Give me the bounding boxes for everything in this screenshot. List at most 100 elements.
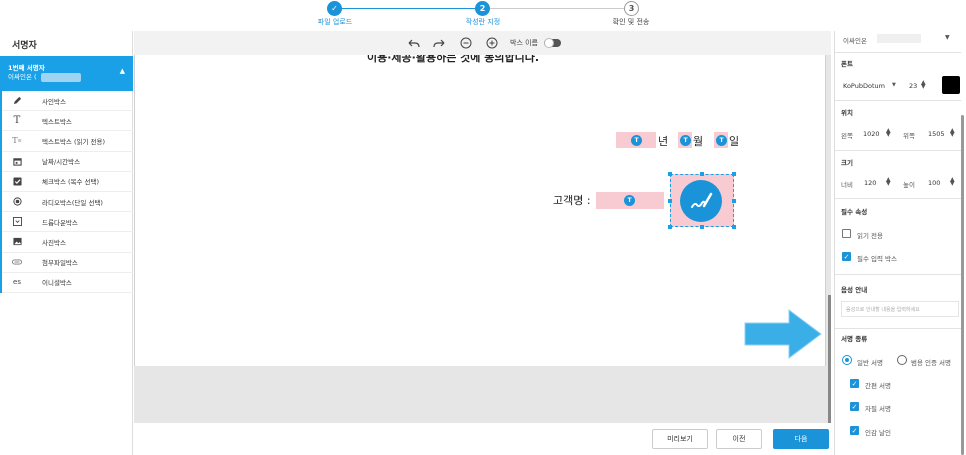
text-field-badge: T xyxy=(631,135,642,146)
pen-icon xyxy=(12,96,22,106)
tool-label: 체크박스 (복수 선택) xyxy=(42,178,100,187)
seal-sign-checkbox[interactable]: ✓ xyxy=(850,426,859,435)
sign-type-title: 서명 종류 xyxy=(841,335,868,343)
properties-panel: 이싸인온 ▼ 폰트 KoPubDotum ▼ 23 ▲▼ 위치 왼쪽 1020 … xyxy=(834,31,966,455)
font-family-select[interactable]: KoPubDotum xyxy=(843,82,885,90)
voice-input[interactable] xyxy=(841,301,959,317)
resize-handle[interactable] xyxy=(732,225,736,229)
tool-label: 드롭다운박스 xyxy=(42,218,78,227)
width-label: 너비 xyxy=(841,181,853,189)
height-input[interactable]: 100 xyxy=(928,179,941,187)
tool-list: 사인박스 T 텍스트박스 T≡ 텍스트박스 (읽기 전용) 날짜/시간박스 xyxy=(0,91,133,293)
resize-handle[interactable] xyxy=(668,199,672,203)
font-color-swatch[interactable] xyxy=(942,76,960,94)
properties-scrollbar[interactable] xyxy=(961,115,964,455)
tool-text-box[interactable]: T 텍스트박스 xyxy=(2,111,133,132)
radio-general-sign[interactable] xyxy=(842,355,852,365)
document-heading: 이용·제공·활용하는 것에 동의합니다. xyxy=(367,55,539,64)
font-size-input[interactable]: 23 xyxy=(909,82,918,90)
voice-input-placeholder: 음성으로 안내할 내용을 입력하세요 xyxy=(846,307,920,313)
signer-selector[interactable]: 1번째 서명자 이싸인온 ( ▲ xyxy=(0,56,133,91)
signer-sidebar: 서명자 1번째 서명자 이싸인온 ( ▲ 사인박스 T 텍스트박스 T≡ 텍스트… xyxy=(0,31,133,455)
tool-text-readonly-box[interactable]: T≡ 텍스트박스 (읽기 전용) xyxy=(2,131,133,152)
sign-type-section: 서명 종류 일반 서명 범용 인증 서명 ✓ 간편 서명 ✓ 자필 서명 ✓ 인… xyxy=(835,329,961,455)
redacted-email xyxy=(41,73,81,82)
required-checkbox[interactable]: ✓ xyxy=(842,252,851,261)
preview-button[interactable]: 미리보기 xyxy=(652,429,708,449)
signer-select[interactable]: 이싸인온 xyxy=(843,37,867,45)
stepper-line-todo xyxy=(490,8,625,9)
resize-handle[interactable] xyxy=(732,199,736,203)
zoom-in-icon[interactable] xyxy=(485,36,499,50)
checkbox-icon xyxy=(12,176,22,186)
step-1-label: 파일 업로드 xyxy=(317,18,353,26)
stepper-icon[interactable]: ▲▼ xyxy=(921,79,926,90)
tool-dropdown[interactable]: 드롭다운박스 xyxy=(2,212,133,233)
simple-sign-checkbox[interactable]: ✓ xyxy=(850,379,859,388)
stepper-icon[interactable]: ▲▼ xyxy=(950,127,955,138)
undo-icon[interactable] xyxy=(407,36,421,50)
size-title: 크기 xyxy=(841,159,853,167)
simple-sign-label: 간편 서명 xyxy=(865,382,891,390)
toggle-knob xyxy=(544,38,554,48)
image-icon xyxy=(12,237,22,247)
bottom-action-bar: 미리보기 이전 다음 xyxy=(134,423,831,455)
next-button[interactable]: 다음 xyxy=(773,429,829,449)
resize-handle[interactable] xyxy=(700,172,704,176)
signer-subtitle: 이싸인온 ( xyxy=(8,73,37,81)
tool-initial-box[interactable]: es 이니셜박스 xyxy=(2,273,133,293)
tool-label: 사진박스 xyxy=(42,238,66,247)
box-name-toggle[interactable] xyxy=(544,38,561,48)
general-sign-label: 일반 서명 xyxy=(857,359,883,367)
resize-handle[interactable] xyxy=(668,172,672,176)
tool-label: 라디오박스(단일 선택) xyxy=(42,198,103,207)
resize-handle[interactable] xyxy=(700,225,704,229)
step-1-check-icon: ✓ xyxy=(327,1,342,16)
canvas-scrollbar[interactable] xyxy=(828,295,831,423)
left-input[interactable]: 1020 xyxy=(863,130,880,138)
resize-handle[interactable] xyxy=(732,172,736,176)
tool-label: 날짜/시간박스 xyxy=(42,158,81,167)
text-field-badge: T xyxy=(680,135,691,146)
month-label: 월 xyxy=(693,135,704,148)
initial-icon: es xyxy=(13,278,21,287)
readonly-checkbox[interactable] xyxy=(842,229,851,238)
box-name-label: 박스 이름 xyxy=(510,39,538,47)
position-title: 위치 xyxy=(841,109,853,117)
tool-image-box[interactable]: 사진박스 xyxy=(2,232,133,253)
radio-cert-sign[interactable] xyxy=(897,355,907,365)
redo-icon[interactable] xyxy=(432,36,446,50)
document-canvas: 이용·제공·활용하는 것에 동의합니다. T 년 T 월 T 일 고객명 : T xyxy=(134,55,831,423)
sidebar-title: 서명자 xyxy=(12,41,37,51)
text-readonly-icon: T≡ xyxy=(12,136,22,146)
chevron-up-icon: ▲ xyxy=(119,67,125,75)
zoom-out-icon[interactable] xyxy=(459,36,473,50)
top-input[interactable]: 1505 xyxy=(928,130,945,138)
calendar-icon xyxy=(12,156,22,166)
chevron-down-icon[interactable]: ▼ xyxy=(892,82,896,88)
signer-select-section: 이싸인온 ▼ xyxy=(835,31,961,53)
stepper-icon[interactable]: ▲▼ xyxy=(886,176,891,187)
width-input[interactable]: 120 xyxy=(864,179,877,187)
prev-button[interactable]: 이전 xyxy=(716,429,762,449)
voice-title: 음성 안내 xyxy=(841,286,868,294)
resize-handle[interactable] xyxy=(668,225,672,229)
text-field-badge: T xyxy=(624,195,635,206)
handwritten-sign-checkbox[interactable]: ✓ xyxy=(850,402,859,411)
stepper-line-done xyxy=(335,8,475,9)
signature-box-selected[interactable] xyxy=(668,172,736,229)
height-label: 높이 xyxy=(903,181,915,189)
stepper-icon[interactable]: ▲▼ xyxy=(886,127,891,138)
signer-name: 1번째 서명자 xyxy=(8,64,45,72)
chevron-down-icon[interactable]: ▼ xyxy=(945,34,950,41)
tool-date-box[interactable]: 날짜/시간박스 xyxy=(2,152,133,172)
tool-attachment-box[interactable]: 첨부파일박스 xyxy=(2,253,133,273)
tool-radio[interactable]: 라디오박스(단일 선택) xyxy=(2,192,133,213)
position-section: 위치 왼쪽 1020 ▲▼ 위쪽 1505 ▲▼ xyxy=(835,101,961,151)
tool-sign-box[interactable]: 사인박스 xyxy=(2,91,133,112)
readonly-label: 읽기 전용 xyxy=(857,232,883,240)
tool-checkbox[interactable]: 체크박스 (복수 선택) xyxy=(2,172,133,192)
stepper-icon[interactable]: ▲▼ xyxy=(950,176,955,187)
tool-label: 사인박스 xyxy=(42,97,66,106)
